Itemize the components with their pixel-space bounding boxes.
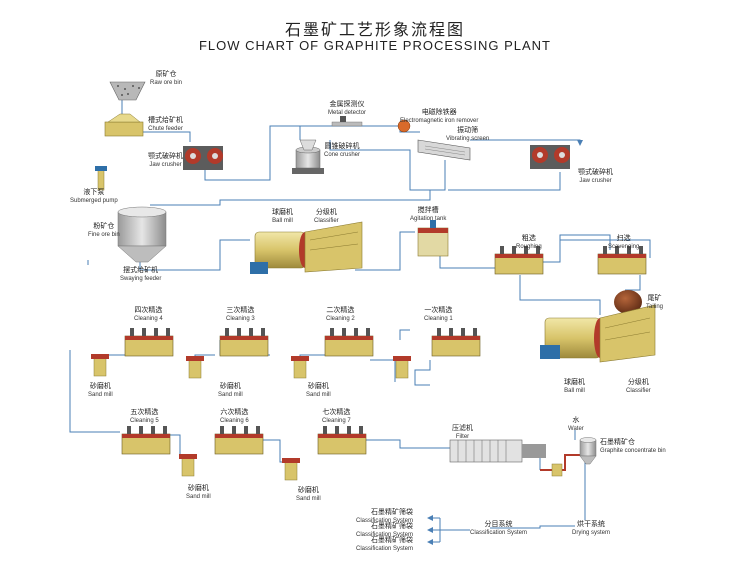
- sand-mill-5-icon: [282, 458, 300, 481]
- cleaning-3-cell-icon: [219, 328, 269, 357]
- classifier-2-icon: [599, 304, 656, 363]
- cleaning-5-cell-icon: [121, 426, 171, 455]
- sand-mill-1-icon: [91, 354, 109, 377]
- ball-mill-2-icon: [540, 317, 606, 359]
- classifier-1-icon: [304, 221, 363, 273]
- cone-crusher-icon: [292, 139, 324, 174]
- fine-ore-bin-icon: [117, 206, 167, 263]
- cleaning-2-cell-icon: [324, 328, 374, 357]
- agitation-tank-icon: [417, 220, 449, 257]
- sand-mill-extra-icon: [393, 356, 411, 379]
- tailing-heap-icon: [614, 290, 642, 314]
- roughing-cell-icon: [494, 246, 544, 275]
- drying-line-icon: [540, 454, 580, 477]
- submerged-pump-icon: [95, 166, 107, 191]
- cleaning-1-cell-icon: [431, 328, 481, 357]
- chute-feeder-icon: [104, 113, 144, 137]
- sand-mill-2-icon: [186, 356, 204, 379]
- vibrating-screen-icon: [417, 139, 471, 161]
- metal-detector-icon: [331, 116, 363, 127]
- ball-mill-1-icon: [250, 231, 311, 274]
- cleaning-4-cell-icon: [124, 328, 174, 357]
- cleaning-7-cell-icon: [317, 426, 367, 455]
- sand-mill-3-icon: [291, 356, 309, 379]
- scavenging-cell-icon: [597, 246, 647, 275]
- page-title: 石墨矿工艺形象流程图: [284, 20, 465, 39]
- cleaning-6-cell-icon: [214, 426, 264, 455]
- page-subtitle: FLOW CHART OF GRAPHITE PROCESSING PLANT: [198, 38, 551, 53]
- sand-mill-4-icon: [179, 454, 197, 477]
- graphite-concentrate-bin-icon: [579, 437, 597, 465]
- iron-remover-icon: [397, 119, 411, 133]
- raw-ore-bin-icon: [109, 81, 146, 101]
- jaw-crusher-1-icon: [183, 146, 223, 170]
- jaw-crusher-2-icon: [530, 145, 570, 169]
- filter-press-icon: [449, 439, 546, 463]
